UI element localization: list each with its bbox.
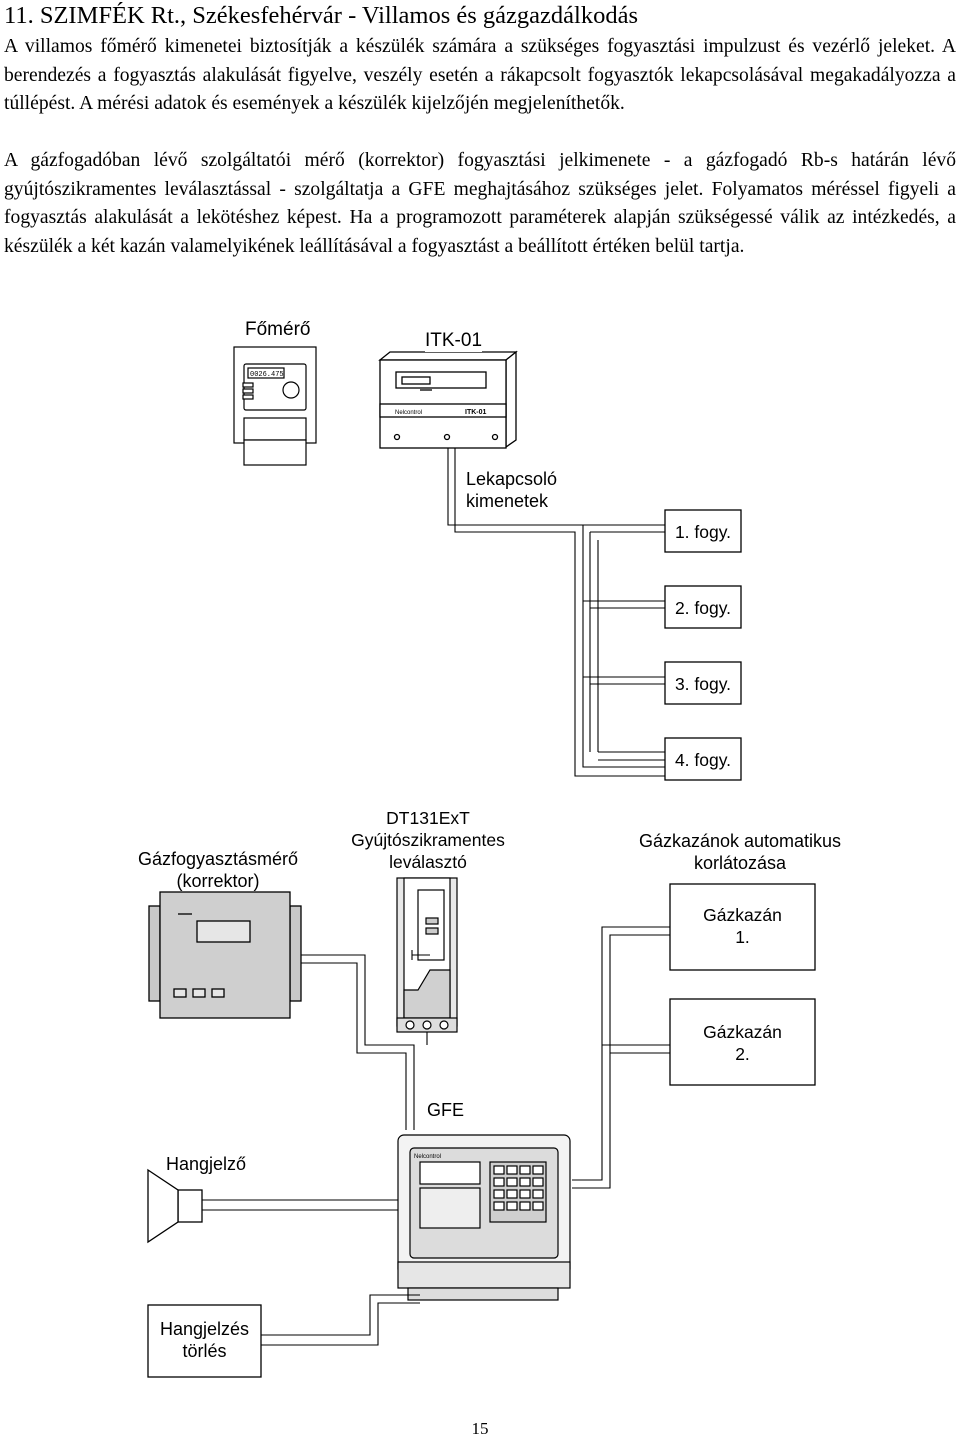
- fomero-label-top: Főmérő: [245, 319, 311, 341]
- itk-brand-text: Nelcontrol: [395, 410, 422, 416]
- hangjelzes-torles-text: Hangjelzés törlés: [159, 1319, 250, 1361]
- consumer-2-box: [664, 585, 742, 629]
- hangjelzo-text: Hangjelző: [166, 1154, 247, 1174]
- electric-meter-icon: [233, 346, 317, 466]
- consumer-4-box: [664, 737, 742, 781]
- gazkazanok-text: Gázkazánok automatikus korlátozása: [638, 831, 842, 873]
- paragraph-electric: A villamos főmérő kimenetei biztosítják …: [4, 36, 956, 115]
- lekapcsolo-label-top: Lekapcsoló kimenetek: [466, 468, 558, 512]
- gfe-device-icon: [397, 1134, 571, 1301]
- page-number: 15: [471, 1419, 489, 1438]
- consumer-2-text: 2. fogy.: [674, 598, 732, 618]
- consumer-3-box: [664, 661, 742, 705]
- output-wiring: [447, 448, 665, 777]
- gfe-brand-text: Nelcontrol: [414, 1154, 441, 1160]
- korrektor-text: Gázfogyasztásmérő (korrektor): [137, 849, 299, 891]
- signal-wiring: [301, 950, 430, 1130]
- system-diagram: 0026.475 Nelcontrol ITK-01: [147, 346, 816, 1378]
- wiring-extra: [597, 540, 665, 761]
- consumer-3-text: 3. fogy.: [674, 674, 732, 694]
- kazan-2-text: Gázkazán 2.: [703, 1022, 782, 1064]
- alarm-reset-box: [147, 1304, 262, 1378]
- kazan-1-text: Gázkazán 1.: [703, 905, 782, 947]
- itk-model-text: ITK-01: [465, 409, 487, 416]
- kazan-2-box: [669, 998, 816, 1086]
- dt131-isolator-icon: [396, 877, 458, 1033]
- gfe-text: GFE: [427, 1100, 465, 1120]
- korrektor-device-icon: [148, 891, 302, 1019]
- consumer-1-text: 1. fogy.: [674, 522, 732, 542]
- fomero-display: 0026.475: [250, 371, 284, 379]
- dt131-text: DT131ExT Gyújtószikramentes leválasztó: [351, 808, 505, 872]
- horn-wiring: [202, 1199, 398, 1211]
- consumer-1-box: [664, 509, 742, 553]
- consumer-4-text: 4. fogy.: [674, 750, 732, 770]
- itk-label-top: ITK-01: [425, 330, 483, 352]
- paragraph-gas: A gázfogadóban lévő szolgáltatói mérő (k…: [4, 150, 956, 257]
- kazan-wiring: [572, 926, 670, 1189]
- kazan-1-box: [669, 883, 816, 971]
- horn-icon: [147, 1168, 203, 1244]
- reset-wiring: [261, 1294, 420, 1346]
- page-heading: 11. SZIMFÉK Rt., Székesfehérvár - Villam…: [4, 2, 639, 29]
- itk-device-icon: [378, 350, 518, 449]
